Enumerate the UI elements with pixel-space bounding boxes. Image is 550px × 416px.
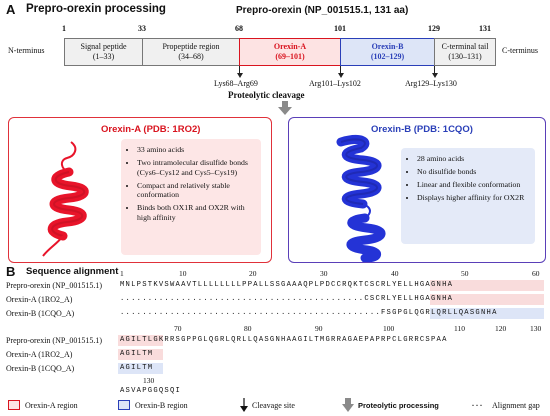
cleavage-arrow-icon — [237, 73, 243, 78]
segment-orexin-b: Orexin-B (102–129) — [340, 38, 435, 66]
seq-name: Prepro-orexin (NP_001515.1) — [6, 281, 102, 290]
seq-row: AGILTM — [120, 350, 154, 358]
cleavage-line-1 — [239, 66, 240, 74]
seq-number: 130 — [530, 324, 542, 333]
segment-name: Orexin-B — [371, 42, 404, 51]
segment-name: Signal peptide — [80, 42, 127, 51]
seq-number: 130 — [143, 376, 155, 385]
orexin-b-fact: Displays higher affinity for OX2R — [417, 193, 529, 203]
orexin-a-fact: 33 amino acids — [137, 145, 255, 155]
orexin-b-highlight — [430, 308, 544, 319]
seq-number: 1 — [120, 269, 124, 278]
orexin-b-title: Orexin-B (PDB: 1CQO) — [371, 124, 473, 135]
seq-name: Orexin-A (1RO2_A) — [6, 350, 73, 359]
seq-number: 80 — [244, 324, 252, 333]
seq-number: 70 — [174, 324, 182, 333]
legend-orexin-a: Orexin-A region — [25, 401, 78, 410]
panel-b-title: Sequence alignment — [26, 266, 119, 277]
protein-label: Prepro-orexin (NP_001515.1, 131 aa) — [236, 5, 409, 16]
processing-label: Proteolytic cleavage — [228, 90, 305, 100]
orexin-b-facts: 28 amino acids No disulfide bonds Linear… — [401, 148, 535, 244]
seq-number: 60 — [532, 269, 540, 278]
seq-name: Prepro-orexin (NP_001515.1) — [6, 336, 102, 345]
segment-c-terminal-tail: C-terminal tail (130–131) — [434, 38, 496, 66]
c-terminus-label: C-terminus — [502, 46, 538, 55]
seq-number: 90 — [315, 324, 323, 333]
panel-b-letter: B — [6, 264, 16, 279]
tick-33: 33 — [138, 24, 146, 33]
orexin-a-structure-image — [42, 141, 89, 257]
segment-orexin-a: Orexin-A (69–101) — [239, 38, 341, 66]
legend-orexin-b-swatch — [118, 400, 130, 410]
legend-processing-arrow-icon — [342, 398, 354, 412]
cleavage-line-2 — [340, 66, 341, 74]
orexin-a-fact: Two intramolecular disulfide bonds (Cys6… — [137, 158, 255, 177]
seq-name: Orexin-B (1CQO_A) — [6, 309, 75, 318]
cleavage-line-3 — [434, 66, 435, 74]
segment-range: (102–129) — [370, 52, 405, 61]
seq-number: 20 — [249, 269, 257, 278]
segment-name: C-terminal tail — [441, 42, 489, 51]
seq-number: 110 — [454, 324, 465, 333]
orexin-a-facts: 33 amino acids Two intramolecular disulf… — [121, 139, 261, 255]
seq-name: Orexin-A (1RO2_A) — [6, 295, 73, 304]
cleavage-arrow-icon — [432, 73, 438, 78]
orexin-a-card: Orexin-A (PDB: 1RO2) 33 amino acids Two … — [8, 117, 272, 263]
tick-1: 1 — [62, 24, 66, 33]
panel-a-title: Prepro-orexin processing — [26, 3, 166, 15]
panel-a-letter: A — [6, 2, 16, 17]
seq-row: ........................................… — [120, 309, 498, 317]
seq-number: 50 — [461, 269, 469, 278]
legend-processing: Proteolytic processing — [358, 401, 439, 410]
seq-row: AGILTM — [120, 364, 154, 372]
legend-gap: Alignment gap — [492, 401, 540, 410]
seq-number: 100 — [383, 324, 395, 333]
seq-row: ASVAPGGQSQI — [120, 387, 182, 395]
orexin-a-highlight — [430, 280, 544, 291]
legend-orexin-b: Orexin-B region — [135, 401, 188, 410]
orexin-a-fact: Binds both OX1R and OX2R with high affin… — [137, 203, 255, 222]
orexin-b-structure-image — [336, 135, 386, 262]
orexin-b-highlight — [118, 363, 163, 374]
seq-row: ........................................… — [120, 295, 454, 303]
segment-signal-peptide: Signal peptide (1–33) — [64, 38, 143, 66]
legend-cleavage-arrow-icon — [240, 398, 248, 412]
cleavage-site-1: Lys68–Arg69 — [214, 79, 258, 88]
orexin-a-highlight — [118, 335, 163, 346]
seq-row: AGILTLGKRRSGPPGLQGRLQRLLQASGNHAAGILTMGRR… — [120, 336, 448, 344]
orexin-a-highlight — [118, 349, 163, 360]
orexin-a-highlight — [430, 294, 544, 305]
tick-68: 68 — [235, 24, 243, 33]
segment-range: (130–131) — [448, 52, 482, 61]
tick-101: 101 — [334, 24, 346, 33]
legend-cleavage: Cleavage site — [252, 401, 295, 410]
segment-range: (1–33) — [92, 52, 115, 61]
orexin-a-title: Orexin-A (PDB: 1RO2) — [101, 124, 201, 135]
seq-name: Orexin-B (1CQO_A) — [6, 364, 75, 373]
seq-number: 120 — [495, 324, 507, 333]
n-terminus-label: N-terminus — [8, 46, 45, 55]
cleavage-site-3: Arg129–Lys130 — [405, 79, 457, 88]
segment-propeptide: Propeptide region (34–68) — [142, 38, 240, 66]
cleavage-arrow-icon — [338, 73, 344, 78]
seq-number: 30 — [320, 269, 328, 278]
orexin-a-fact: Compact and relatively stable conformati… — [137, 181, 255, 200]
segment-name: Orexin-A — [273, 42, 307, 51]
seq-number: 40 — [391, 269, 399, 278]
legend-gap-symbol: . . . — [472, 399, 482, 408]
processing-arrow-icon — [278, 101, 292, 115]
orexin-b-fact: No disulfide bonds — [417, 167, 529, 177]
legend-orexin-a-swatch — [8, 400, 20, 410]
orexin-b-fact: Linear and flexible conformation — [417, 180, 529, 190]
tick-131: 131 — [479, 24, 491, 33]
tick-129: 129 — [428, 24, 440, 33]
seq-row: MNLPSTKVSWAAVTLLLLLLLLPPALLSSGAAAQPLPDCC… — [120, 281, 454, 289]
segment-name: Propeptide region — [162, 42, 220, 51]
orexin-b-card: Orexin-B (PDB: 1CQO) 28 amino acids No d… — [288, 117, 546, 263]
segment-range: (34–68) — [178, 52, 204, 61]
orexin-b-fact: 28 amino acids — [417, 154, 529, 164]
seq-number: 10 — [179, 269, 187, 278]
segment-range: (69–101) — [275, 52, 305, 61]
cleavage-site-2: Arg101–Lys102 — [309, 79, 361, 88]
